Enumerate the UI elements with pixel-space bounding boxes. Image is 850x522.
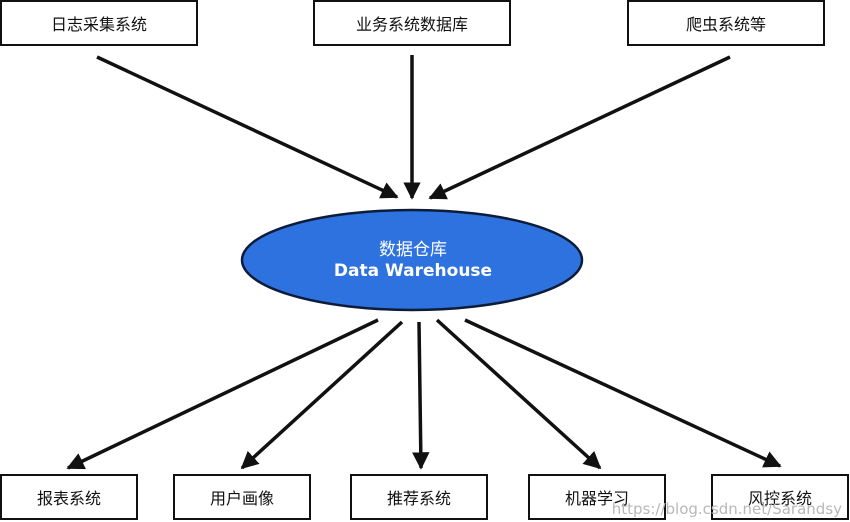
source-business-db-box: 业务系统数据库 xyxy=(313,0,511,46)
consumer-risk-control-box: 风控系统 xyxy=(711,474,849,520)
consumer-recommendation-label: 推荐系统 xyxy=(386,489,451,508)
consumer-recommendation-box: 推荐系统 xyxy=(350,474,488,520)
consumer-risk-control-label: 风控系统 xyxy=(747,489,812,508)
arrow-warehouse-to-recommendation xyxy=(412,321,430,470)
consumer-machine-learning-box: 机器学习 xyxy=(528,474,666,520)
arrow-log-to-warehouse xyxy=(96,55,399,199)
source-crawler-label: 爬虫系统等 xyxy=(685,15,766,34)
consumer-machine-learning-label: 机器学习 xyxy=(564,489,629,508)
consumer-user-profile-label: 用户画像 xyxy=(209,489,274,508)
source-business-db-label: 业务系统数据库 xyxy=(355,15,468,34)
source-log-collection-label: 日志采集系统 xyxy=(50,15,147,34)
source-log-collection-box: 日志采集系统 xyxy=(0,0,198,46)
data-warehouse-ellipse xyxy=(240,208,584,312)
warehouse-title-cn: 数据仓库 xyxy=(379,240,447,260)
arrow-warehouse-to-report xyxy=(66,318,379,470)
arrow-warehouse-to-ml xyxy=(435,318,602,470)
source-crawler-box: 爬虫系统等 xyxy=(627,0,825,46)
consumer-report-label: 报表系统 xyxy=(36,489,101,508)
watermark-text: https://blog.csdn.net/Sarandsy xyxy=(611,500,842,518)
consumer-user-profile-box: 用户画像 xyxy=(173,474,311,520)
arrow-warehouse-to-profile xyxy=(240,320,404,470)
arrow-crawler-to-warehouse xyxy=(428,55,731,200)
arrow-warehouse-to-risk xyxy=(464,318,782,468)
warehouse-title-en: Data Warehouse xyxy=(333,261,493,281)
consumer-report-box: 报表系统 xyxy=(0,474,138,520)
